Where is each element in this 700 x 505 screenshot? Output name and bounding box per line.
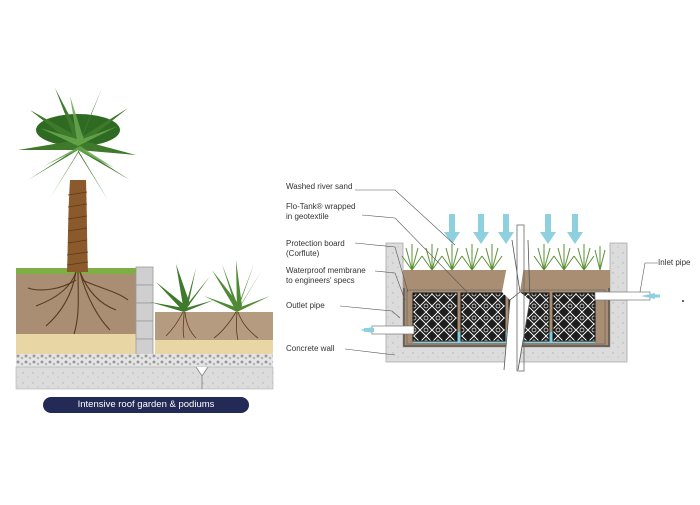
lower-bed-sand: [155, 340, 273, 354]
label-flo-tank-line2: in geotextile: [286, 212, 329, 221]
label-flo-tank-line1: Flo-Tank® wrapped: [286, 202, 356, 211]
trunk-rings: [66, 191, 89, 266]
broadleaf-plant: [150, 264, 214, 339]
outlet-flow: [364, 328, 374, 332]
flo-tank-section: [339, 189, 684, 372]
outlet-pipe: [371, 325, 415, 335]
caption-intensive-roof-garden: Intensive roof garden & podiums: [43, 397, 249, 413]
rain-arrows: [444, 214, 583, 244]
section-break: [502, 240, 530, 370]
flo-tank-modules: [412, 292, 596, 342]
concrete-slab: [15, 366, 274, 390]
palm-trunk: [67, 180, 88, 272]
label-protection-board-line1: Protection board: [286, 239, 345, 248]
gravel-layer: [16, 354, 273, 367]
inspection-riser: [516, 224, 525, 372]
inlet-flow: [652, 294, 660, 298]
stray-dot: [682, 300, 684, 302]
inlet-arrow: [641, 293, 655, 299]
label-inlet-pipe: Inlet pipe: [658, 258, 691, 267]
label-concrete-wall: Concrete wall: [286, 344, 335, 353]
sand-layer: [16, 334, 136, 354]
spiky-plant: [204, 260, 270, 341]
grass-tufts: [401, 244, 606, 271]
palm-roots: [27, 271, 129, 335]
retaining-wall-blocks: [135, 266, 154, 357]
break-lines: [503, 239, 531, 371]
palm-canopy-highlights: [40, 96, 118, 168]
label-protection-board-line2: (Corflute): [286, 249, 320, 258]
slab-joint: [195, 366, 209, 389]
label-waterproof-line1: Waterproof membrane: [286, 266, 366, 275]
roof-garden-illustration: [15, 88, 274, 390]
label-waterproof-line2: to engineers' specs: [286, 276, 355, 285]
leader-lines: [339, 189, 658, 356]
label-outlet-pipe: Outlet pipe: [286, 301, 325, 310]
label-washed-river-sand: Washed river sand: [286, 182, 353, 191]
